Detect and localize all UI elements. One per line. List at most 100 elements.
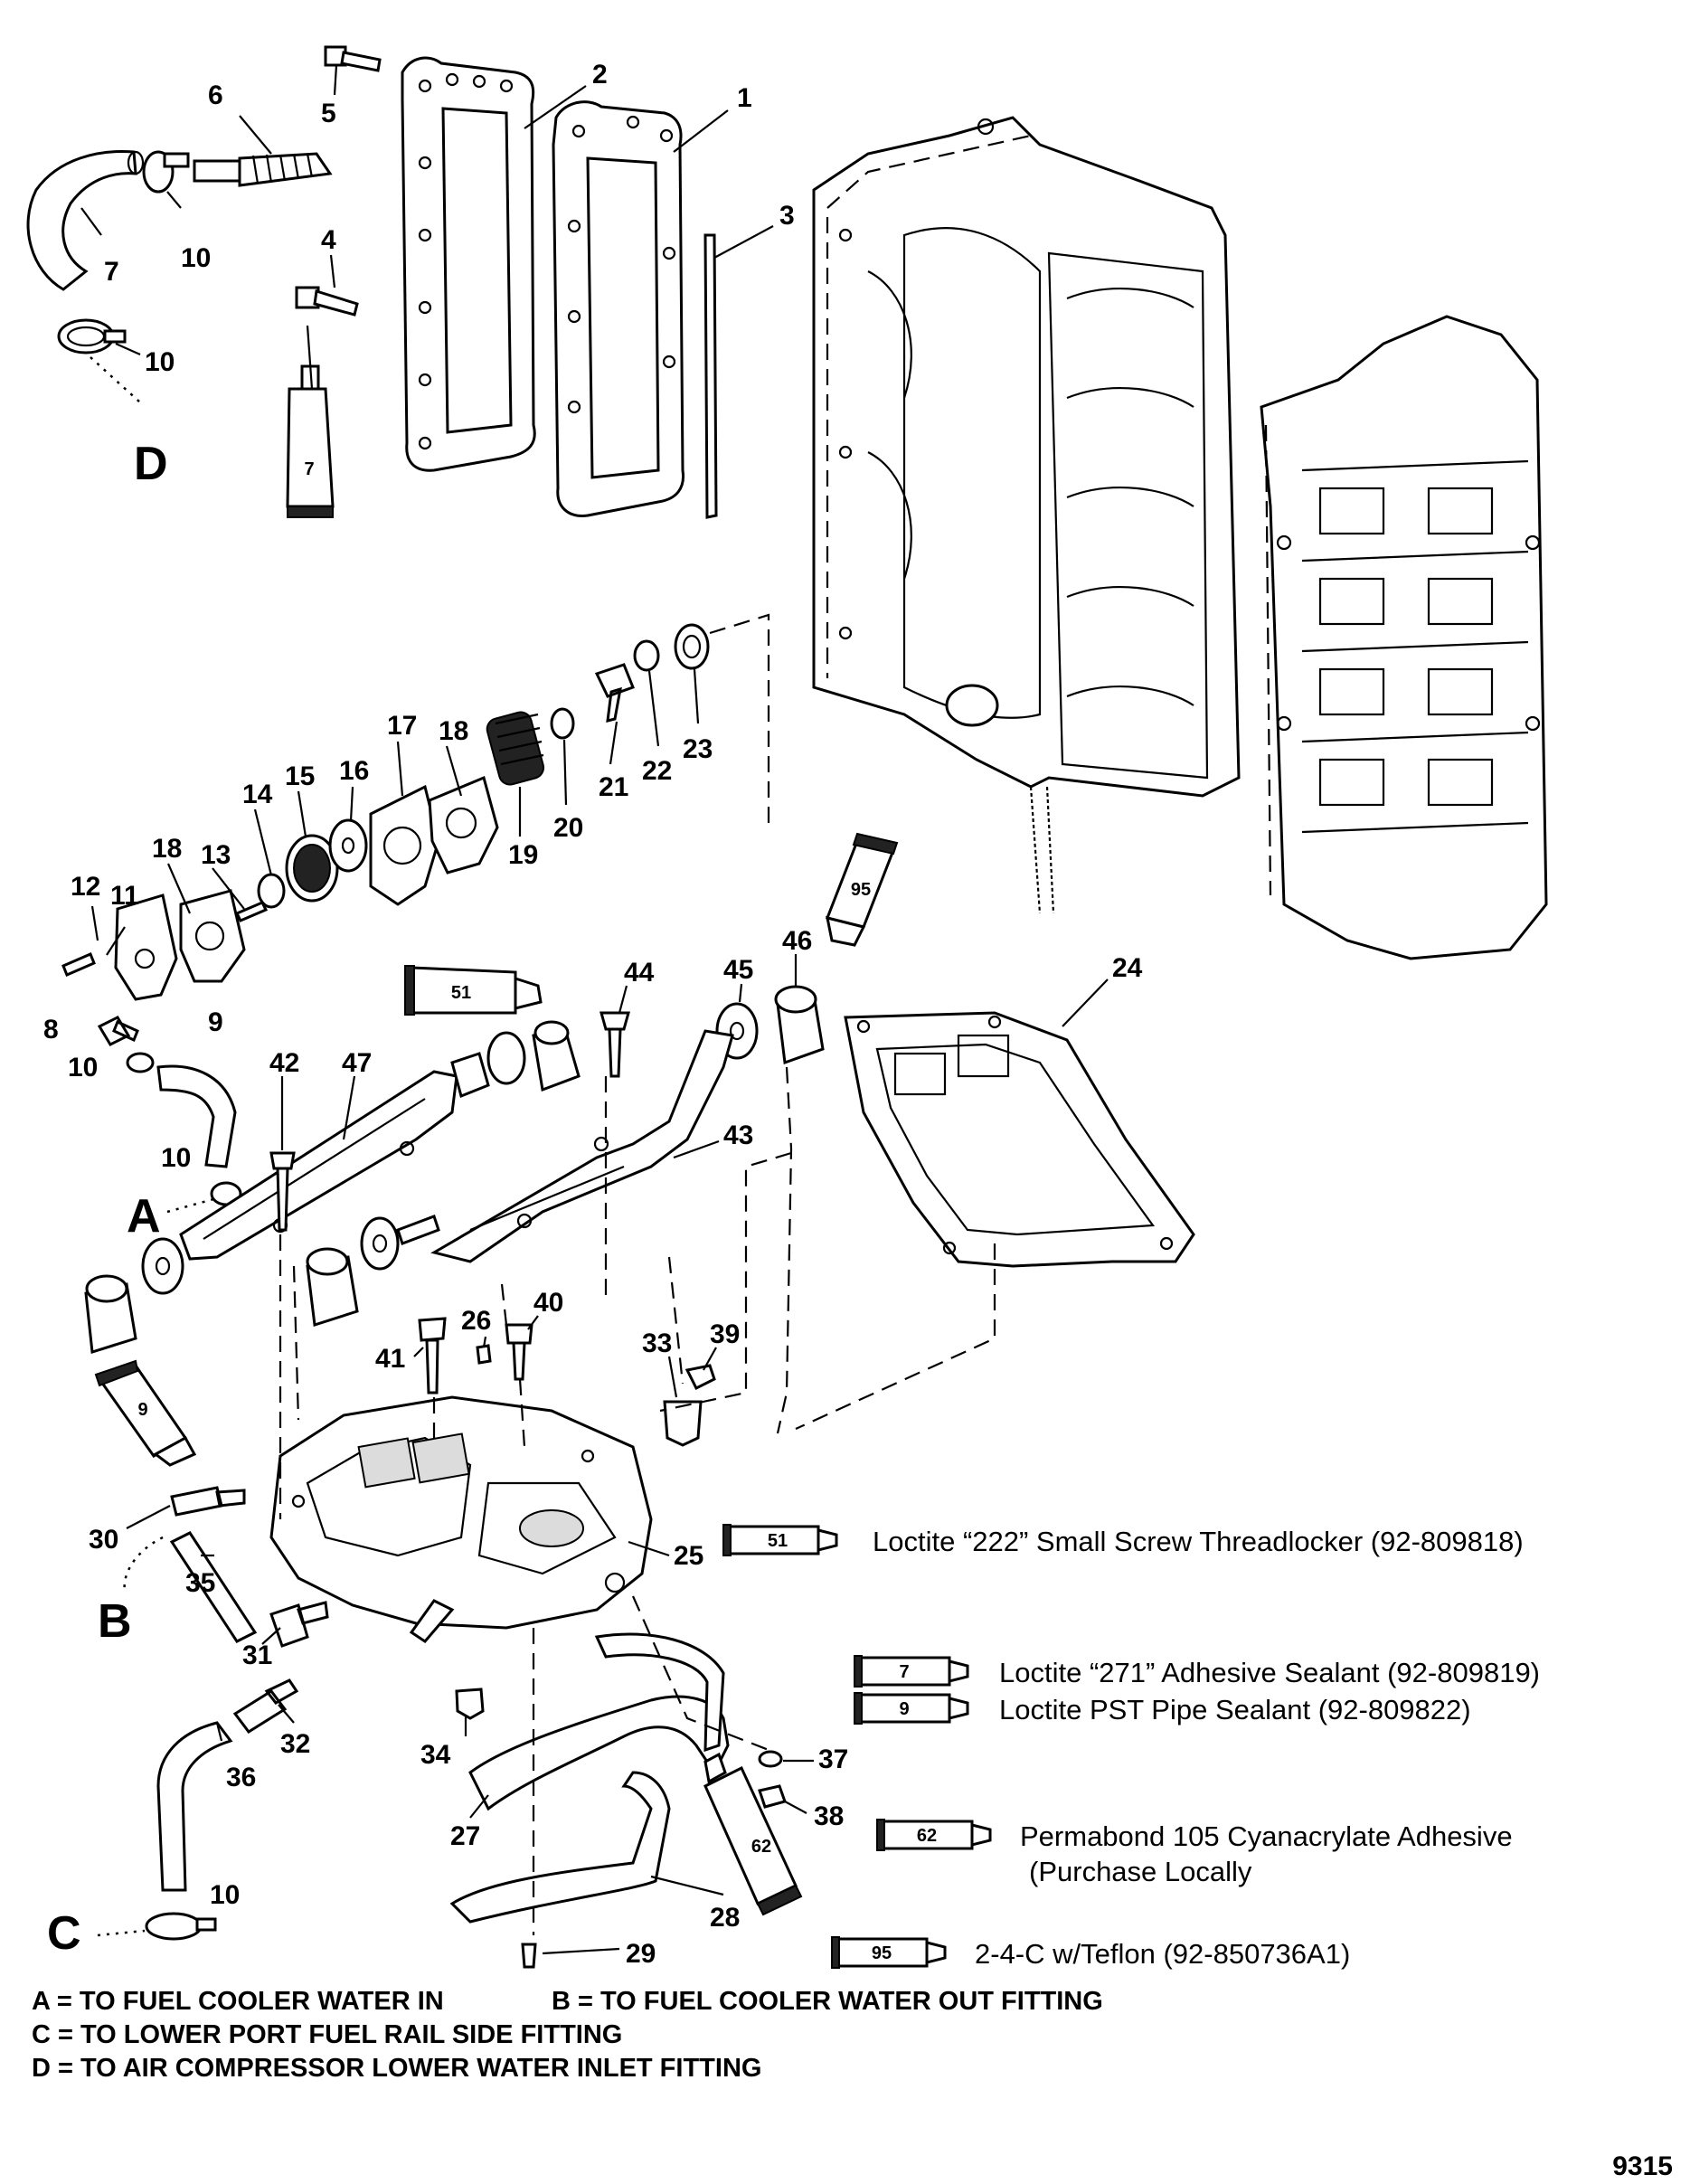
callout-3: 3 xyxy=(779,201,795,231)
plug-part-33 xyxy=(663,1400,703,1447)
assembly-lines xyxy=(279,1066,996,1935)
legend-text-62: Permabond 105 Cyanacrylate Adhesive xyxy=(1020,1820,1513,1852)
callout-28: 28 xyxy=(710,1903,740,1933)
legend-tube-62: 62 xyxy=(917,1826,937,1846)
callout-13: 13 xyxy=(201,840,231,870)
callout-1: 1 xyxy=(737,83,752,113)
fitting-part-8 xyxy=(97,1016,139,1046)
note-b: B = TO FUEL COOLER WATER OUT FITTING xyxy=(552,1987,1103,2016)
seal-part-23 xyxy=(674,623,710,670)
callout-29: 29 xyxy=(626,1939,656,1969)
washer-part-20 xyxy=(550,707,575,740)
callout-2: 2 xyxy=(592,60,608,90)
screw-part-13 xyxy=(234,901,269,922)
tube-part-35 xyxy=(169,1531,258,1643)
callout-15: 15 xyxy=(285,761,315,791)
screw-part-29 xyxy=(521,1943,537,1969)
callout-21: 21 xyxy=(599,772,628,802)
connection-letter-d: D xyxy=(134,438,168,490)
callout-numbers: 1 2 3 4 5 6 7 7 8 9 10 10 10 10 10 11 12… xyxy=(43,60,1143,1969)
mount-part-46 xyxy=(774,985,825,1065)
callout-25: 25 xyxy=(674,1541,703,1571)
callout-39: 39 xyxy=(710,1319,740,1349)
nut-part-22 xyxy=(633,639,660,672)
connection-letter-b: B xyxy=(98,1595,132,1648)
connection-letters: A B C D xyxy=(47,438,168,1960)
connection-letter-a: A xyxy=(127,1190,161,1243)
connection-lines xyxy=(97,1196,218,1937)
bolt-part-4 xyxy=(295,286,359,317)
clamp-part-10a xyxy=(142,150,190,194)
callout-10c: 10 xyxy=(68,1053,98,1083)
housing-part-17 xyxy=(369,784,440,906)
figure-number: 9315 xyxy=(1612,2151,1673,2181)
tube-label-9: 9 xyxy=(137,1400,147,1420)
legend-tube-7: 7 xyxy=(899,1662,909,1682)
stem-part-21 xyxy=(594,663,635,723)
mount-bracket-group xyxy=(84,832,1195,1354)
callout-31: 31 xyxy=(242,1640,272,1670)
callout-17: 17 xyxy=(387,711,417,741)
callout-5: 5 xyxy=(321,99,336,128)
gasket-part-18a xyxy=(179,889,246,983)
tube-labels: 7 51 95 9 62 xyxy=(137,459,871,1857)
note-a: A = TO FUEL COOLER WATER IN xyxy=(32,1987,444,2016)
callout-10a: 10 xyxy=(181,243,211,273)
cover-part-27 xyxy=(468,1695,730,1811)
callout-6: 6 xyxy=(208,80,223,110)
notes: A = TO FUEL COOLER WATER IN B = TO FUEL … xyxy=(32,1987,1103,2083)
clamp-part-10b xyxy=(57,318,127,355)
washer-part-37 xyxy=(758,1750,783,1768)
crankcase-cover xyxy=(812,116,1241,798)
callout-18b: 18 xyxy=(439,716,468,746)
bolt-part-5 xyxy=(324,45,382,72)
callout-42: 42 xyxy=(269,1048,299,1078)
callout-11: 11 xyxy=(110,881,139,911)
legend-text-62-extra: (Purchase Locally xyxy=(1029,1856,1252,1887)
sealant-tube-95a xyxy=(825,832,899,947)
callout-18a: 18 xyxy=(152,834,182,864)
legend-row-9: 9 Loctite PST Pipe Sealant (92-809822) xyxy=(854,1692,1471,1725)
callout-45: 45 xyxy=(723,955,753,985)
engine-block-group xyxy=(812,116,1548,960)
hose-part-36 xyxy=(156,1721,233,1892)
tube-label-95: 95 xyxy=(851,880,871,900)
clip-part-39 xyxy=(684,1364,716,1391)
gasket-part-1 xyxy=(552,100,685,517)
washer-part-16 xyxy=(328,818,368,873)
legend: 51 Loctite “222” Small Screw Threadlocke… xyxy=(722,1524,1540,1970)
legend-text-95: 2-4-C w/Teflon (92-850736A1) xyxy=(975,1938,1350,1970)
disc-part-14 xyxy=(257,873,286,909)
callout-27: 27 xyxy=(450,1821,480,1851)
legend-tube-95: 95 xyxy=(872,1943,892,1963)
adapter-plate-part-25 xyxy=(269,1395,653,1630)
callout-32: 32 xyxy=(280,1729,310,1759)
mount-set-lower-left xyxy=(84,1237,184,1354)
tube-label-51: 51 xyxy=(451,983,471,1003)
callout-40: 40 xyxy=(533,1288,563,1318)
bolt-part-44 xyxy=(600,1011,630,1078)
callout-44: 44 xyxy=(624,958,655,988)
callout-36: 36 xyxy=(226,1763,256,1792)
tube-label-62: 62 xyxy=(751,1837,771,1857)
callout-10b: 10 xyxy=(145,347,175,377)
callout-47: 47 xyxy=(342,1048,372,1078)
upper-left-group xyxy=(26,45,718,519)
pin-part-26 xyxy=(476,1344,492,1365)
cylinder-block xyxy=(1260,315,1548,960)
note-d: D = TO AIR COMPRESSOR LOWER WATER INLET … xyxy=(32,2054,761,2083)
connection-letter-c: C xyxy=(47,1907,81,1960)
callout-43: 43 xyxy=(723,1120,753,1150)
clamp-part-10e xyxy=(145,1912,217,1941)
callout-35: 35 xyxy=(185,1568,215,1598)
callout-10e: 10 xyxy=(210,1880,240,1910)
screw-part-12 xyxy=(61,952,96,977)
tube-label-7: 7 xyxy=(304,459,314,479)
note-c: C = TO LOWER PORT FUEL RAIL SIDE FITTING xyxy=(32,2020,622,2049)
bolt-part-42 xyxy=(269,1151,296,1232)
plug-part-34 xyxy=(455,1688,485,1720)
spring-part-19 xyxy=(486,711,545,786)
mount-set-upper xyxy=(450,1020,581,1099)
nut-part-38 xyxy=(758,1784,787,1809)
